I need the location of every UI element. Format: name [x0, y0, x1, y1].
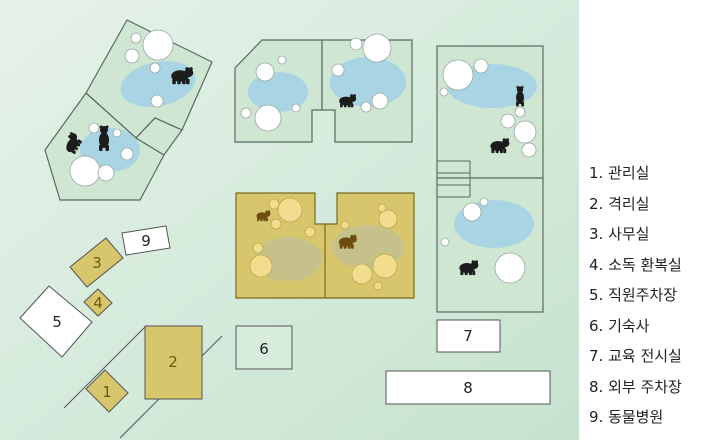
rock-icon [340, 220, 350, 230]
rock-icon [255, 62, 275, 82]
rock-icon [439, 87, 449, 97]
building-9[interactable]: 9 [121, 225, 171, 256]
rock-icon [268, 198, 280, 210]
bear-icon [99, 125, 109, 151]
rock-icon [88, 122, 100, 134]
rock-icon [500, 113, 516, 129]
rock-icon [277, 197, 303, 223]
building-7[interactable]: 7 [436, 319, 501, 353]
rock-icon [69, 155, 101, 187]
rock-icon [372, 253, 398, 279]
legend-item-8: 8. 외부 주차장 [589, 377, 682, 396]
legend-item-3: 3. 사무실 [589, 225, 650, 243]
building-1-label: 1 [102, 383, 112, 401]
building-9-label: 9 [141, 232, 151, 250]
rock-icon [462, 202, 482, 222]
bear-icon [516, 86, 524, 107]
rock-icon [254, 104, 282, 132]
building-4[interactable]: 4 [83, 288, 113, 317]
rock-icon [252, 242, 264, 254]
rock-icon [291, 103, 301, 113]
map-legend: 1. 관리실 2. 격리실 3. 사무실 4. 소독 환복실 5. 직원주차장 … [589, 158, 682, 433]
enclosure-center-gold [235, 192, 415, 299]
building-2-label: 2 [168, 353, 178, 371]
enclosure-north-center [234, 33, 413, 143]
rock-icon [360, 101, 372, 113]
pond-icon [330, 57, 406, 107]
rock-icon [249, 254, 273, 278]
rock-icon [130, 32, 142, 44]
building-5[interactable]: 5 [19, 285, 93, 358]
rock-icon [377, 203, 387, 213]
enclosure-nw-connector [135, 117, 183, 156]
enclosure-east [436, 45, 544, 313]
building-3-label: 3 [92, 254, 102, 272]
rock-icon [277, 55, 287, 65]
rock-icon [112, 128, 122, 138]
enclosure-northwest [44, 19, 213, 201]
legend-item-9: 9. 동물병원 [589, 408, 664, 426]
building-5-label: 5 [52, 313, 62, 331]
rock-icon [521, 142, 537, 158]
legend-item-5: 5. 직원주차장 [589, 286, 678, 304]
building-2[interactable]: 2 [144, 325, 203, 400]
rock-icon [373, 281, 383, 291]
rock-icon [120, 147, 134, 161]
building-8[interactable]: 8 [385, 370, 551, 405]
rock-icon [442, 59, 474, 91]
rock-icon [494, 252, 526, 284]
building-6[interactable]: 6 [235, 325, 293, 370]
rock-icon [331, 63, 345, 77]
rock-icon [270, 218, 282, 230]
building-3[interactable]: 3 [69, 237, 124, 288]
rock-icon [351, 263, 373, 285]
building-6-label: 6 [259, 340, 269, 358]
legend-item-6: 6. 기숙사 [589, 316, 650, 335]
rock-icon [362, 33, 392, 63]
rock-icon [371, 92, 389, 110]
rock-icon [124, 48, 140, 64]
rock-icon [473, 58, 489, 74]
rock-icon [304, 226, 316, 238]
rock-icon [378, 209, 398, 229]
rock-icon [513, 120, 537, 144]
legend-item-7: 7. 교육 전시실 [589, 347, 682, 365]
rock-icon [479, 197, 489, 207]
rock-icon [97, 164, 115, 182]
legend-item-4: 4. 소독 환복실 [589, 255, 682, 274]
rock-icon [149, 62, 161, 74]
rock-icon [349, 37, 363, 51]
legend-item-1: 1. 관리실 [589, 164, 650, 182]
pond-icon [248, 72, 308, 112]
rock-icon [514, 106, 526, 118]
rock-icon [240, 107, 252, 119]
building-4-label: 4 [93, 294, 103, 312]
building-8-label: 8 [463, 379, 473, 397]
building-7-label: 7 [463, 327, 473, 345]
legend-item-2: 2. 격리실 [589, 194, 650, 213]
rock-icon [150, 94, 164, 108]
rock-icon [142, 29, 174, 61]
building-1[interactable]: 1 [85, 369, 129, 413]
rock-icon [440, 237, 450, 247]
